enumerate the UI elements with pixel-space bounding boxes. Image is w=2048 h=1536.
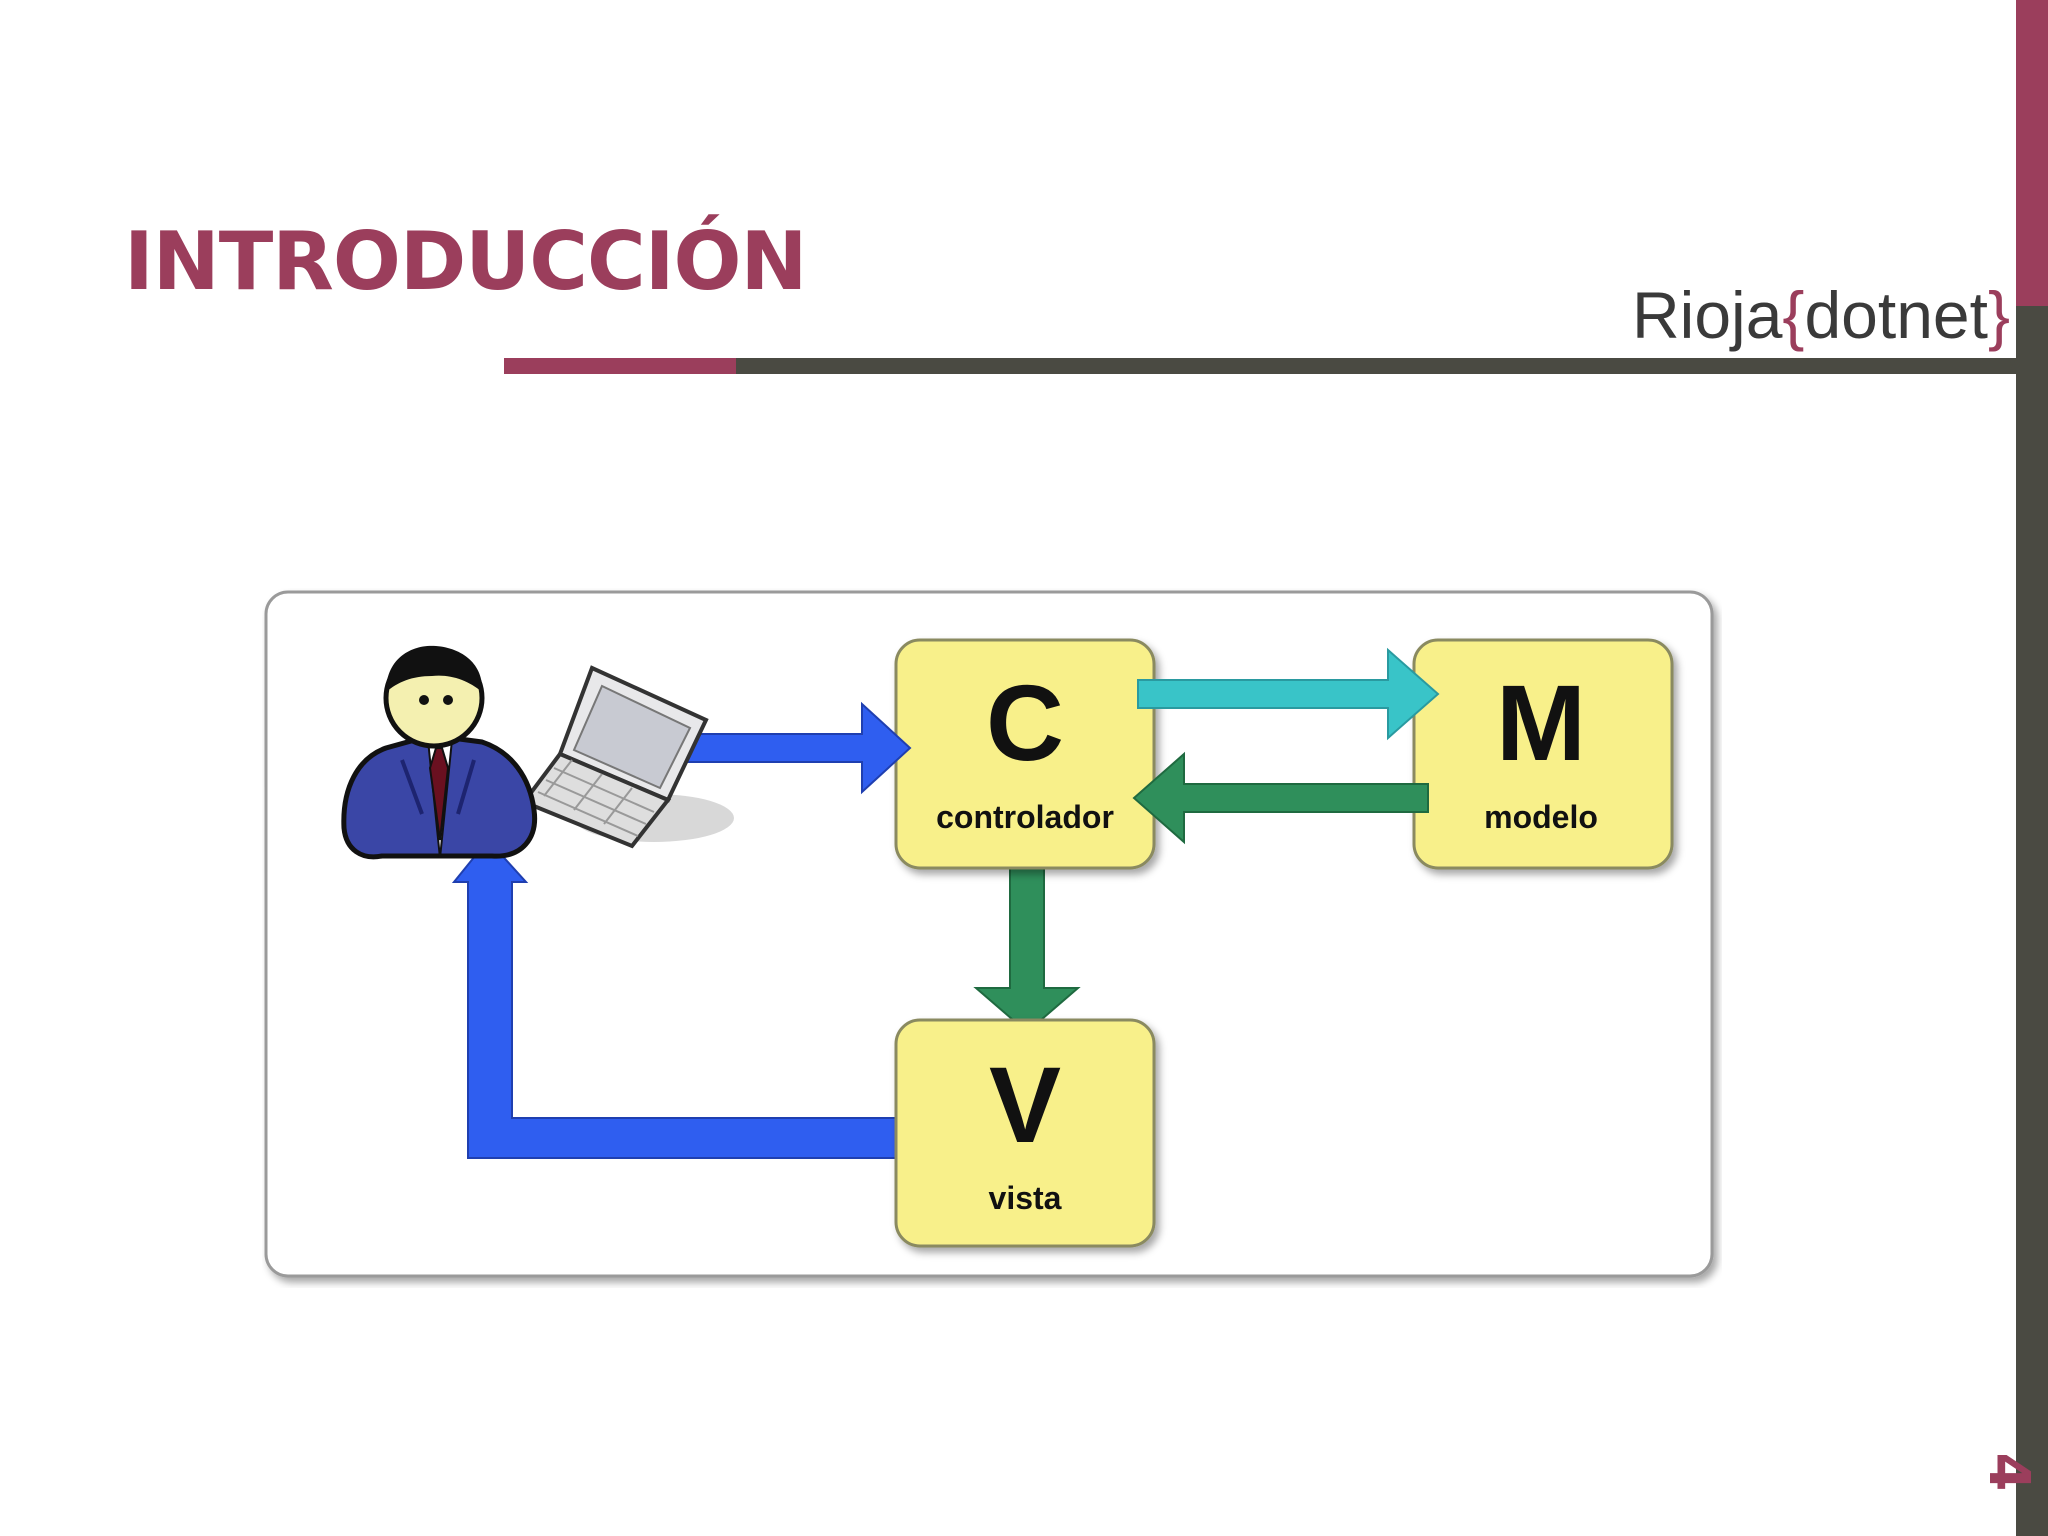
model-label: modelo	[1484, 799, 1598, 835]
page-number: 4	[1976, 1452, 2041, 1492]
controller-label: controlador	[936, 799, 1114, 835]
slide-title: INTRODUCCIÓN	[124, 215, 807, 308]
controller-letter: C	[986, 662, 1064, 783]
model-to-controller-arrow	[1132, 751, 1429, 845]
controller-to-view-arrow	[973, 847, 1081, 1034]
view-box	[894, 1018, 1156, 1248]
title-rule	[736, 358, 2016, 374]
laptop-icon	[520, 665, 734, 849]
person-icon	[341, 645, 538, 860]
brand-logo: Rioja{dotnet}	[1632, 282, 2012, 348]
view-to-user-arrow	[451, 838, 911, 1159]
controller-to-model-arrow	[1137, 647, 1440, 741]
brand-open-brace: {	[1782, 278, 1805, 352]
view-label: vista	[989, 1180, 1062, 1216]
model-box	[1412, 638, 1674, 870]
brand-suffix: dotnet	[1804, 278, 1988, 352]
side-bar	[2016, 306, 2048, 1536]
brand-name: Rioja	[1632, 278, 1783, 352]
brand-close-brace: }	[1987, 278, 2010, 352]
side-bar-accent	[2016, 0, 2048, 306]
model-letter: M	[1496, 662, 1586, 783]
mvc-diagram: C controlador M modelo V vista	[264, 590, 1714, 1278]
title-rule-accent	[504, 358, 736, 374]
view-letter: V	[989, 1044, 1061, 1165]
